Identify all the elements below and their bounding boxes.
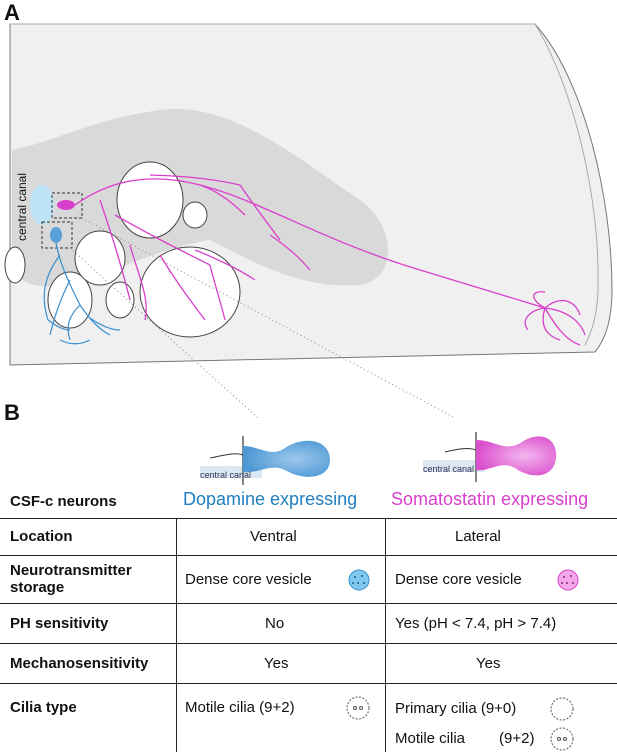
axon-circle xyxy=(74,230,126,286)
row-location-dopamine: Ventral xyxy=(250,528,297,545)
spinal-cord-inner-edge xyxy=(10,23,599,346)
dense-core-vesicle-icon-blue xyxy=(348,569,370,591)
row-cilia-somatostatin-motile-count: (9+2) xyxy=(499,730,535,747)
row-cilia-dopamine: Motile cilia (9+2) xyxy=(185,699,295,716)
large-axons xyxy=(4,161,241,338)
right-central-canal-label: central canal xyxy=(423,464,475,474)
table-column-divider xyxy=(176,518,177,752)
axon-circle xyxy=(182,201,208,229)
row-storage-label-line2: storage xyxy=(10,579,65,596)
row-mechano-somatostatin: Yes xyxy=(476,655,501,672)
dopamine-cell-illustration xyxy=(200,436,330,485)
table-divider xyxy=(0,643,617,644)
row-mechano-dopamine: Yes xyxy=(264,655,289,672)
row-ph-label: PH sensitivity xyxy=(10,615,109,632)
row-cilia-somatostatin-primary: Primary cilia (9+0) xyxy=(395,700,517,717)
row-ph-dopamine: No xyxy=(265,615,285,632)
row-storage-label-line1: Neurotransmitter xyxy=(10,562,132,579)
table-divider xyxy=(0,603,617,604)
row-location-somatostatin: Lateral xyxy=(455,528,501,545)
somatostatin-cell-illustration xyxy=(423,432,557,482)
axon-circle xyxy=(4,246,26,284)
row-ph-somatostatin: Yes (pH < 7.4, pH > 7.4) xyxy=(395,615,557,632)
motile-cilia-icon xyxy=(346,696,370,720)
table-divider xyxy=(0,683,617,684)
header-somatostatin: Somatostatin expressing xyxy=(391,489,589,509)
row-location-label: Location xyxy=(10,528,73,545)
axon-circle xyxy=(105,281,135,319)
panel-b-label: B xyxy=(4,400,20,425)
row-storage-dopamine: Dense core vesicle xyxy=(185,571,312,588)
axon-circle xyxy=(139,246,241,338)
header-dopamine: Dopamine expressing xyxy=(183,489,358,509)
projection-line xyxy=(81,217,456,419)
axon-circle xyxy=(47,271,93,329)
row-cilia-label: Cilia type xyxy=(10,699,77,716)
header-label: CSF-c neurons xyxy=(10,493,117,510)
panel-a-label: A xyxy=(4,0,20,25)
row-mechano-label: Mechanosensitivity xyxy=(10,655,149,672)
dopamine-neuron xyxy=(43,227,121,345)
motile-cilia-icon-lateral xyxy=(550,727,574,751)
zoom-box-somatostatin xyxy=(51,192,83,219)
somatostatin-neuron xyxy=(57,174,586,346)
primary-cilia-icon xyxy=(550,697,574,721)
row-storage-somatostatin: Dense core vesicle xyxy=(395,571,522,588)
table-column-divider xyxy=(385,518,386,752)
row-cilia-somatostatin-motile: Motile cilia xyxy=(395,730,466,747)
central-canal xyxy=(30,185,54,225)
dense-core-vesicle-icon-pink xyxy=(557,569,579,591)
table-divider xyxy=(0,518,617,519)
left-central-canal-label: central canal xyxy=(200,470,252,480)
table-divider xyxy=(0,555,617,556)
